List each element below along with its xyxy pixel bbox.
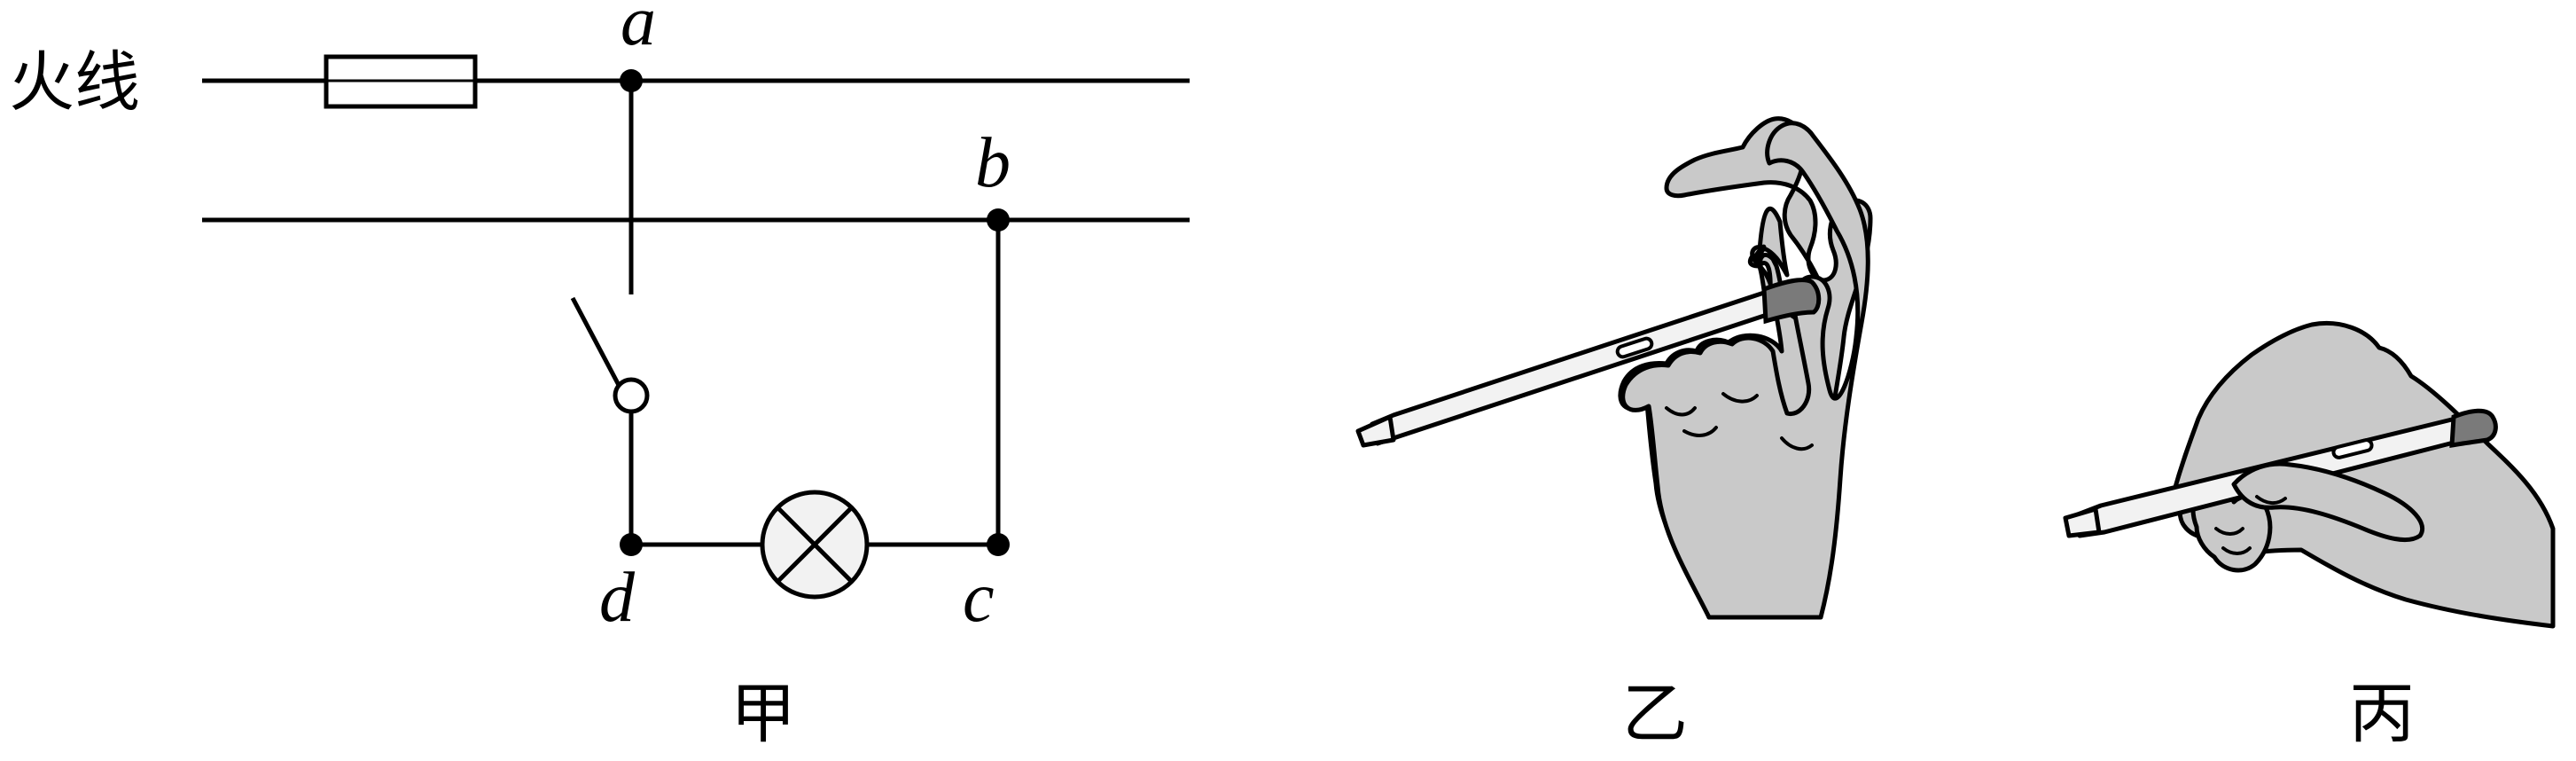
crease — [2221, 546, 2252, 555]
label-d: d — [599, 559, 636, 637]
switch-pivot — [613, 377, 650, 414]
crease — [1665, 406, 1697, 417]
tester-pen-bing-cap — [2449, 408, 2498, 448]
node-b — [987, 208, 1010, 231]
tester-pen-yi-clip — [1615, 336, 1654, 359]
tester-pen-yi-cap — [1761, 278, 1822, 325]
live-wire-label: 火线 — [9, 44, 140, 121]
circuit-figure: 火线 a d c b 甲 — [9, 0, 1190, 752]
switch-blade — [570, 296, 623, 390]
hand-bing-thumb — [2231, 461, 2424, 543]
crease — [1780, 436, 1814, 451]
tester-pen-bing-tip — [2063, 506, 2102, 538]
tester-grip-figure-bing: 丙 — [2063, 320, 2556, 752]
crease — [1682, 426, 1718, 437]
hand-yi-body — [1620, 121, 1870, 620]
caption-jia: 甲 — [730, 676, 796, 752]
label-a: a — [621, 0, 656, 60]
tester-grip-figure-yi: 乙 — [1355, 116, 1873, 752]
label-c: c — [963, 559, 995, 637]
tester-pen-yi-tip — [1355, 414, 1396, 448]
caption-yi: 乙 — [1622, 676, 1688, 752]
label-b: b — [975, 124, 1011, 202]
crease — [2214, 527, 2244, 536]
lamp-symbol — [760, 490, 870, 600]
tester-pen-bing-clip — [2331, 438, 2374, 459]
crease — [2255, 495, 2287, 505]
caption-bing: 丙 — [2349, 676, 2415, 752]
crease — [1721, 392, 1759, 404]
